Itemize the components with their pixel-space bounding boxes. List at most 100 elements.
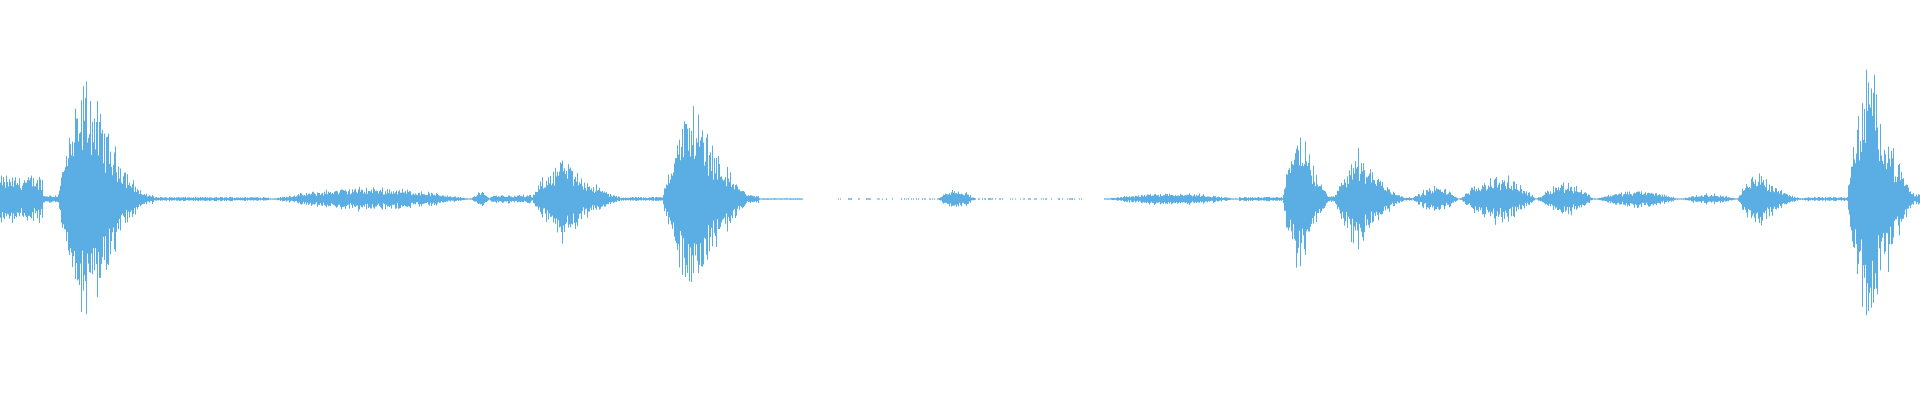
- waveform-bar: [1593, 198, 1594, 200]
- waveform-bar: [1324, 190, 1325, 208]
- waveform-bar: [1772, 186, 1773, 216]
- waveform-bar: [1596, 198, 1597, 200]
- waveform-bar: [1436, 187, 1437, 210]
- waveform-bar: [1105, 198, 1106, 200]
- waveform-bar: [1612, 195, 1613, 203]
- waveform-bar: [952, 190, 953, 206]
- waveform-bar: [298, 194, 299, 204]
- waveform-bar: [117, 181, 118, 223]
- waveform-bar: [1728, 197, 1729, 202]
- waveform-bar: [91, 154, 92, 254]
- waveform-bar: [1875, 130, 1876, 274]
- waveform-bar: [27, 180, 28, 221]
- waveform-bar: [641, 197, 642, 201]
- waveform-bar: [1597, 198, 1598, 200]
- waveform-bar: [1629, 191, 1630, 207]
- waveform-bar: [411, 195, 412, 203]
- waveform-bar: [1358, 148, 1359, 250]
- waveform-bar: [528, 196, 529, 203]
- waveform-bar: [1685, 197, 1686, 201]
- waveform-bar: [85, 98, 86, 282]
- waveform-bar: [1845, 198, 1846, 201]
- waveform-bar: [1628, 194, 1629, 205]
- waveform-bar: [971, 197, 972, 201]
- waveform-bar: [662, 197, 663, 201]
- waveform-bar: [542, 177, 543, 218]
- waveform-bar: [710, 152, 711, 237]
- waveform-bar: [1125, 197, 1126, 202]
- waveform-bar: [204, 197, 205, 201]
- waveform-bar: [1132, 196, 1133, 203]
- waveform-bar: [238, 197, 239, 200]
- waveform-bar: [1868, 82, 1869, 311]
- waveform-bar: [642, 198, 643, 200]
- waveform-bar: [128, 185, 129, 212]
- waveform-bar: [850, 198, 851, 200]
- waveform-bar: [1591, 197, 1592, 201]
- waveform-bar: [271, 198, 272, 200]
- waveform-bar: [687, 128, 688, 273]
- waveform-bar: [84, 120, 85, 276]
- waveform-bar: [1675, 198, 1676, 200]
- waveform-bar: [467, 198, 468, 200]
- waveform-bar: [1884, 150, 1885, 254]
- waveform-bar: [1291, 161, 1292, 232]
- waveform-bar: [1411, 198, 1412, 201]
- waveform-bar: [116, 172, 117, 232]
- waveform-bar: [793, 198, 794, 200]
- waveform-bar: [1329, 196, 1330, 202]
- waveform-bar: [1876, 94, 1877, 289]
- waveform-bar: [799, 198, 800, 200]
- waveform-bar: [1678, 198, 1679, 200]
- waveform-bar: [547, 185, 548, 211]
- waveform-bar: [339, 192, 340, 205]
- waveform-bar: [1808, 197, 1809, 202]
- waveform-bar: [609, 196, 610, 203]
- waveform-bar: [1881, 155, 1882, 242]
- waveform-bar: [342, 189, 343, 207]
- waveform-bar: [1643, 194, 1644, 203]
- waveform-bar: [308, 193, 309, 205]
- waveform-bar: [1148, 194, 1149, 203]
- waveform-bar: [1562, 186, 1563, 214]
- waveform-bar: [1227, 197, 1228, 201]
- waveform-bar: [944, 195, 945, 203]
- waveform-bar: [478, 192, 479, 204]
- waveform-bar: [32, 186, 33, 213]
- waveform-bar: [650, 197, 651, 201]
- waveform-bar: [1592, 198, 1593, 200]
- waveform-bar: [28, 177, 29, 216]
- waveform-bar: [1700, 196, 1701, 202]
- waveform-bar: [774, 198, 775, 200]
- waveform-bar: [352, 189, 353, 208]
- waveform-bar: [1664, 194, 1665, 204]
- waveform-bar: [110, 151, 111, 255]
- waveform-bar: [1246, 197, 1247, 201]
- waveform-bar: [104, 133, 105, 260]
- waveform-bar: [33, 178, 34, 221]
- waveform-bar: [553, 171, 554, 223]
- waveform-bar: [426, 195, 427, 204]
- waveform-bar: [1155, 193, 1156, 204]
- waveform-bar: [356, 192, 357, 206]
- waveform-bar: [1726, 195, 1727, 202]
- waveform-bar: [596, 184, 597, 210]
- waveform-bar: [12, 177, 13, 223]
- waveform-bar: [1480, 191, 1481, 211]
- waveform-bar: [1129, 196, 1130, 203]
- waveform-bar: [1409, 197, 1410, 201]
- waveform-bar: [1517, 189, 1518, 208]
- waveform-bar: [1578, 192, 1579, 206]
- waveform-bar: [652, 197, 653, 201]
- waveform-bar: [1751, 178, 1752, 219]
- waveform-bar: [1160, 193, 1161, 205]
- waveform-bar: [369, 191, 370, 207]
- waveform-bar: [1880, 123, 1881, 271]
- waveform-bar: [1888, 146, 1889, 272]
- waveform-bar: [765, 198, 766, 200]
- waveform-bar: [306, 193, 307, 205]
- waveform-bar: [1755, 179, 1756, 223]
- waveform-bar: [838, 198, 839, 200]
